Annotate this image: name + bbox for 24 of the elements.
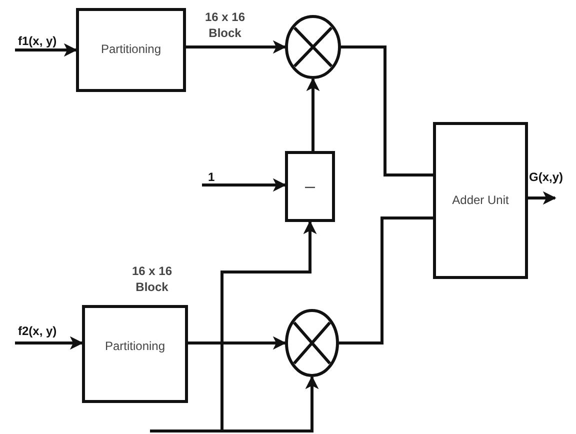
arrow	[528, 191, 556, 205]
arrow	[306, 78, 320, 151]
signal-label: f2(x, y)	[18, 320, 68, 338]
block-label: –	[304, 175, 315, 198]
signal-label: G(x,y)	[529, 170, 576, 196]
signal-label: f1(x, y)	[18, 30, 68, 48]
connector-line	[341, 46, 433, 176]
arrow	[202, 178, 286, 192]
process-box	[433, 122, 528, 279]
block-label: Adder Unit	[452, 192, 509, 209]
arrow	[186, 40, 286, 54]
multiplier-symbol	[285, 15, 341, 79]
signal-label: 1	[208, 166, 228, 184]
arrow	[150, 376, 319, 432]
arrow	[188, 336, 286, 350]
process-box	[76, 8, 186, 92]
process-box	[285, 151, 335, 222]
connector-line	[339, 216, 433, 344]
multiplier-symbol	[285, 309, 339, 377]
block-label: Partitioning	[100, 41, 162, 58]
process-box	[82, 305, 188, 403]
arrow	[15, 43, 78, 57]
block-label: Partitioning	[104, 338, 166, 354]
arrow	[15, 336, 84, 350]
